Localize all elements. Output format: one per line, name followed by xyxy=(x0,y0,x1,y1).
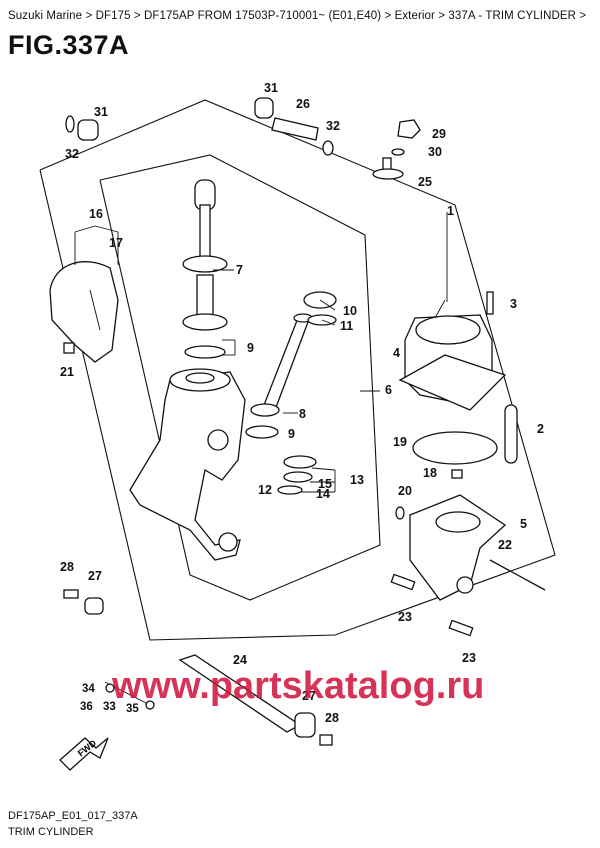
callout-33: 33 xyxy=(103,701,116,713)
breadcrumb-separator: > xyxy=(130,10,145,22)
leader-lines xyxy=(74,212,448,493)
callout-29: 29 xyxy=(432,127,446,141)
callout-23: 23 xyxy=(398,610,412,624)
callout-22: 22 xyxy=(498,538,512,552)
small-parts xyxy=(63,97,546,746)
callout-31: 31 xyxy=(264,81,278,95)
callout-14: 14 xyxy=(316,487,330,501)
callout-17: 17 xyxy=(109,236,123,250)
callout-13: 13 xyxy=(350,473,364,487)
tilt-rod xyxy=(245,313,313,439)
callout-1: 1 xyxy=(447,204,454,218)
breadcrumb-separator: > xyxy=(82,10,96,22)
pump-reservoir xyxy=(408,494,507,601)
trim-rod-assembly xyxy=(182,179,228,359)
watermark: www.partskatalog.ru xyxy=(111,665,484,707)
callout-10: 10 xyxy=(343,304,357,318)
breadcrumb-item-figure[interactable]: 337A - TRIM CYLINDER xyxy=(448,10,577,22)
figure-name: TRIM CYLINDER xyxy=(8,826,94,838)
trim-motor xyxy=(398,299,507,411)
callout-16: 16 xyxy=(89,207,103,221)
callout-28: 28 xyxy=(325,711,339,725)
callout-11: 11 xyxy=(340,319,353,333)
callout-21: 21 xyxy=(60,365,74,379)
callout-25: 25 xyxy=(418,175,432,189)
o-ring xyxy=(412,431,498,465)
callout-9: 9 xyxy=(247,341,254,355)
callout-18: 18 xyxy=(423,466,437,480)
breadcrumb: Suzuki Marine > DF175 > DF175AP FROM 175… xyxy=(8,10,586,22)
callout-8: 8 xyxy=(299,407,306,421)
breadcrumb-item-model[interactable]: DF175 xyxy=(95,10,131,22)
callout-26: 26 xyxy=(296,97,310,111)
figure-title: FIG.337A xyxy=(8,30,130,60)
callout-15: 15 xyxy=(318,477,332,491)
callout-35: 35 xyxy=(126,703,139,715)
breadcrumb-trailing: > xyxy=(576,10,587,22)
figure-code: DF175AP_E01_017_337A xyxy=(8,810,138,822)
breadcrumb-item-section[interactable]: Exterior xyxy=(394,10,435,22)
callout-19: 19 xyxy=(393,435,407,449)
callout-9: 9 xyxy=(288,427,295,441)
callout-28: 28 xyxy=(60,560,74,574)
callout-23: 23 xyxy=(462,651,476,665)
fwd-arrow-icon: FWD xyxy=(59,737,109,771)
callout-labels: 31 26 32 31 32 29 30 25 1 16 17 7 3 10 1… xyxy=(60,81,544,725)
callout-30: 30 xyxy=(428,145,442,159)
breadcrumb-item-brand[interactable]: Suzuki Marine xyxy=(8,10,83,22)
callout-36: 36 xyxy=(80,701,93,713)
callout-32: 32 xyxy=(65,147,79,161)
cover-plate xyxy=(49,261,119,363)
callout-12: 12 xyxy=(258,483,272,497)
assembly-frame xyxy=(39,99,556,641)
callout-7: 7 xyxy=(236,263,243,277)
callout-5: 5 xyxy=(520,517,527,531)
callout-24: 24 xyxy=(233,653,247,667)
callout-34: 34 xyxy=(82,683,95,695)
callout-6: 6 xyxy=(385,383,392,397)
breadcrumb-item-serial[interactable]: DF175AP FROM 17503P-710001~ (E01,E40) xyxy=(144,10,382,22)
callout-20: 20 xyxy=(398,484,412,498)
breadcrumb-separator: > xyxy=(381,10,395,22)
breadcrumb-separator: > xyxy=(434,10,449,22)
callout-27: 27 xyxy=(302,689,316,703)
callout-32: 32 xyxy=(326,119,340,133)
callout-2: 2 xyxy=(537,422,544,436)
callout-27: 27 xyxy=(88,569,102,583)
cylinder-body xyxy=(129,368,246,561)
callout-31: 31 xyxy=(94,105,108,119)
callout-3: 3 xyxy=(510,297,517,311)
callout-4: 4 xyxy=(393,346,400,360)
